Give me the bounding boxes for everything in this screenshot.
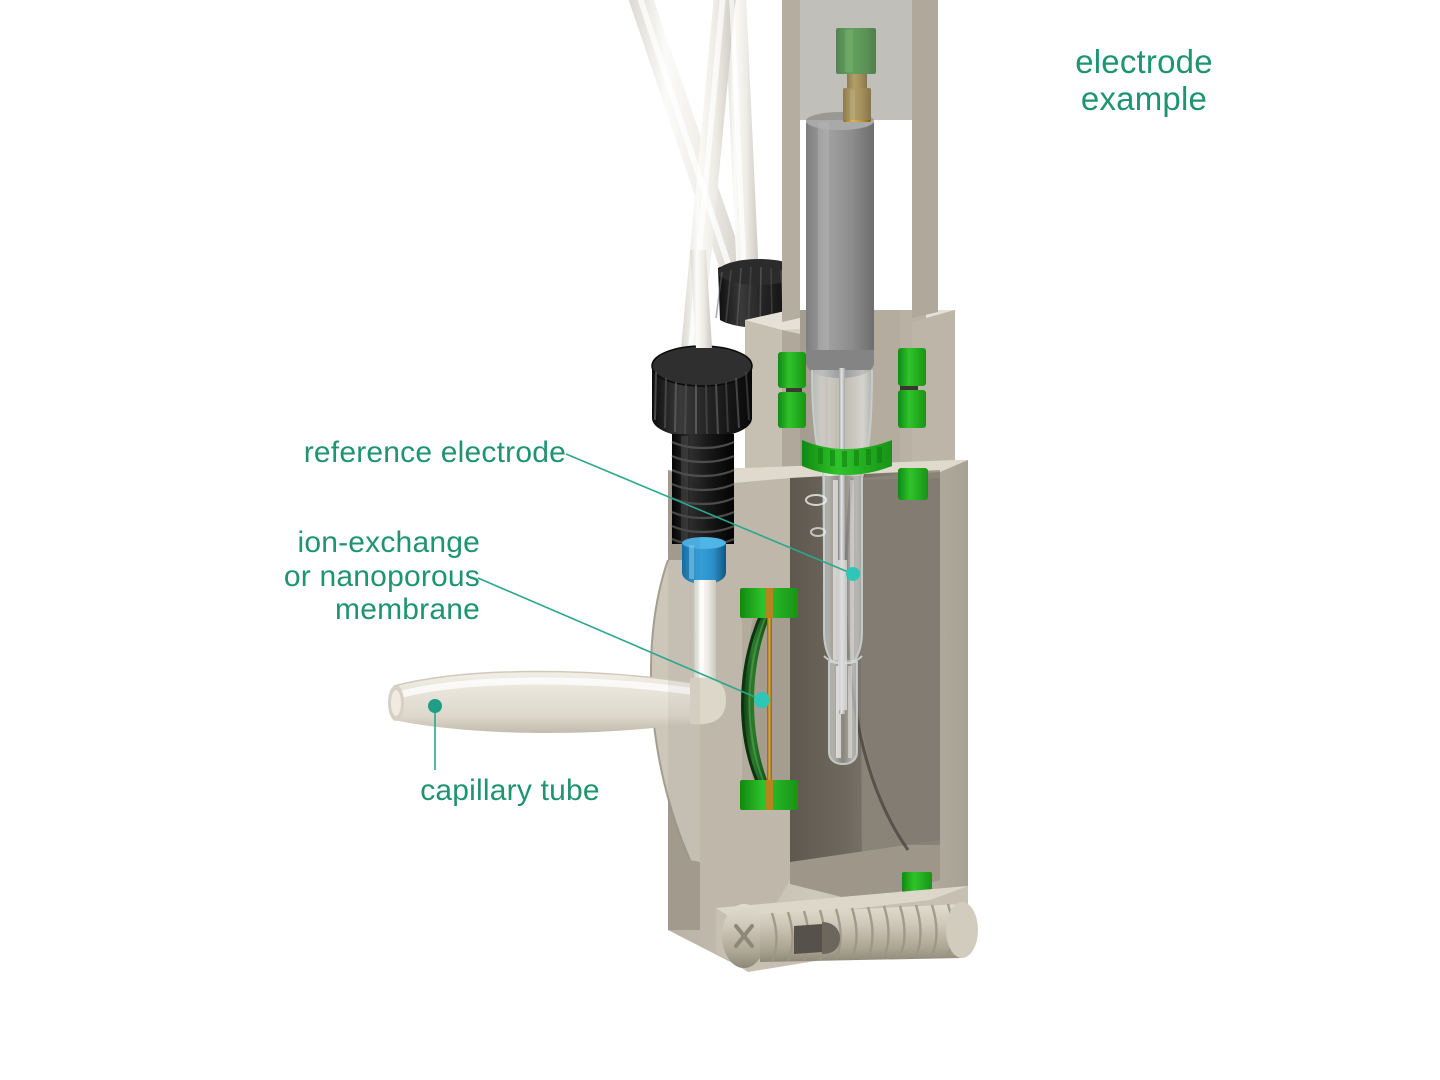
rear-knurled-fitting — [715, 259, 800, 329]
tubing-group — [628, 0, 760, 352]
cell-body-outer-walls — [782, 0, 938, 322]
label-electrode-example: electrode example — [1075, 43, 1213, 117]
label-ion-exchange-membrane: ion-exchange or nanoporous membrane — [283, 526, 480, 627]
label-capillary-tube: capillary tube — [420, 774, 600, 807]
body-shadow — [668, 470, 700, 930]
gasket-group-upper — [778, 348, 926, 428]
label-reference-electrode: reference electrode — [303, 436, 566, 469]
body-front-column — [734, 418, 790, 600]
gray-electrode-housing — [806, 112, 874, 378]
bottom-screw — [716, 886, 978, 972]
